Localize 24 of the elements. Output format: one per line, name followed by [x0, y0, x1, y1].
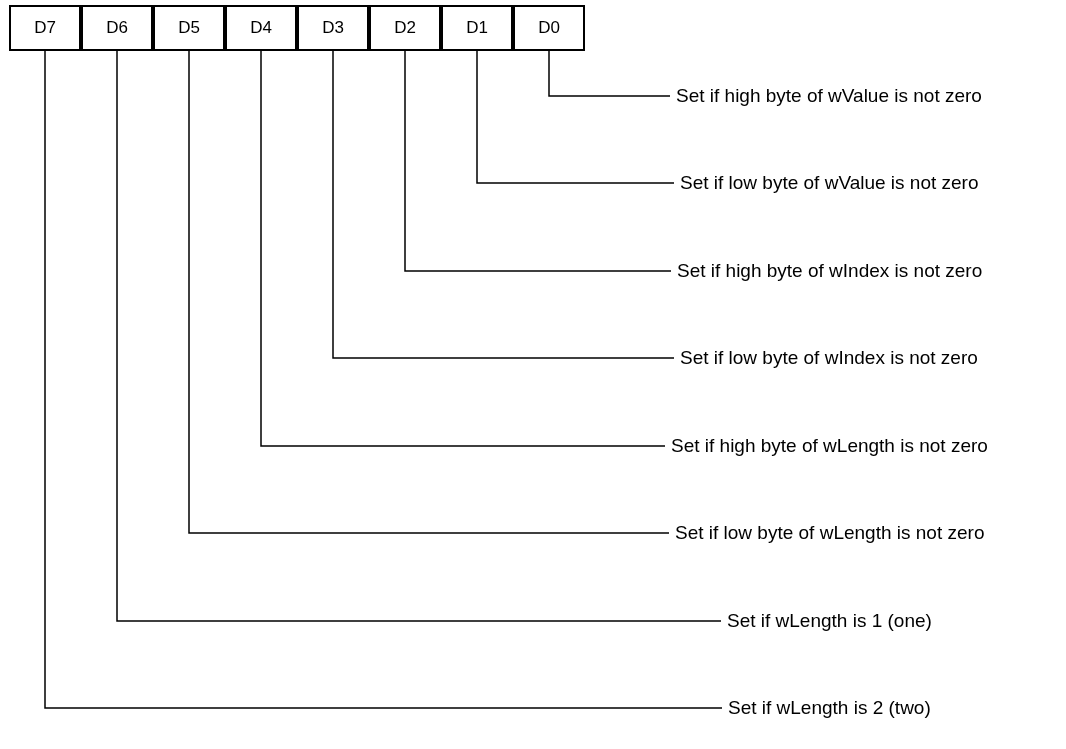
connector-line	[260, 50, 666, 447]
bit-description: Set if high byte of wLength is not zero	[671, 432, 988, 460]
bit-description: Set if low byte of wValue is not zero	[680, 169, 979, 197]
connector-line	[116, 50, 722, 622]
bit-description: Set if low byte of wLength is not zero	[675, 519, 985, 547]
bit-cell: D3	[297, 5, 369, 51]
connector-line	[44, 50, 723, 709]
bit-cell: D2	[369, 5, 441, 51]
bit-cell: D5	[153, 5, 225, 51]
bit-cell: D4	[225, 5, 297, 51]
bit-cell: D7	[9, 5, 81, 51]
connector-line	[332, 50, 675, 359]
connector-line	[476, 50, 675, 184]
connector-line	[188, 50, 670, 534]
bit-description: Set if wLength is 2 (two)	[728, 694, 931, 722]
bit-description: Set if high byte of wValue is not zero	[676, 82, 982, 110]
bit-cell: D1	[441, 5, 513, 51]
bit-description: Set if high byte of wIndex is not zero	[677, 257, 983, 285]
bit-cell: D0	[513, 5, 585, 51]
bit-description: Set if wLength is 1 (one)	[727, 607, 932, 635]
connector-line	[548, 50, 671, 97]
bit-cell: D6	[81, 5, 153, 51]
connector-line	[404, 50, 672, 272]
bit-description: Set if low byte of wIndex is not zero	[680, 344, 978, 372]
